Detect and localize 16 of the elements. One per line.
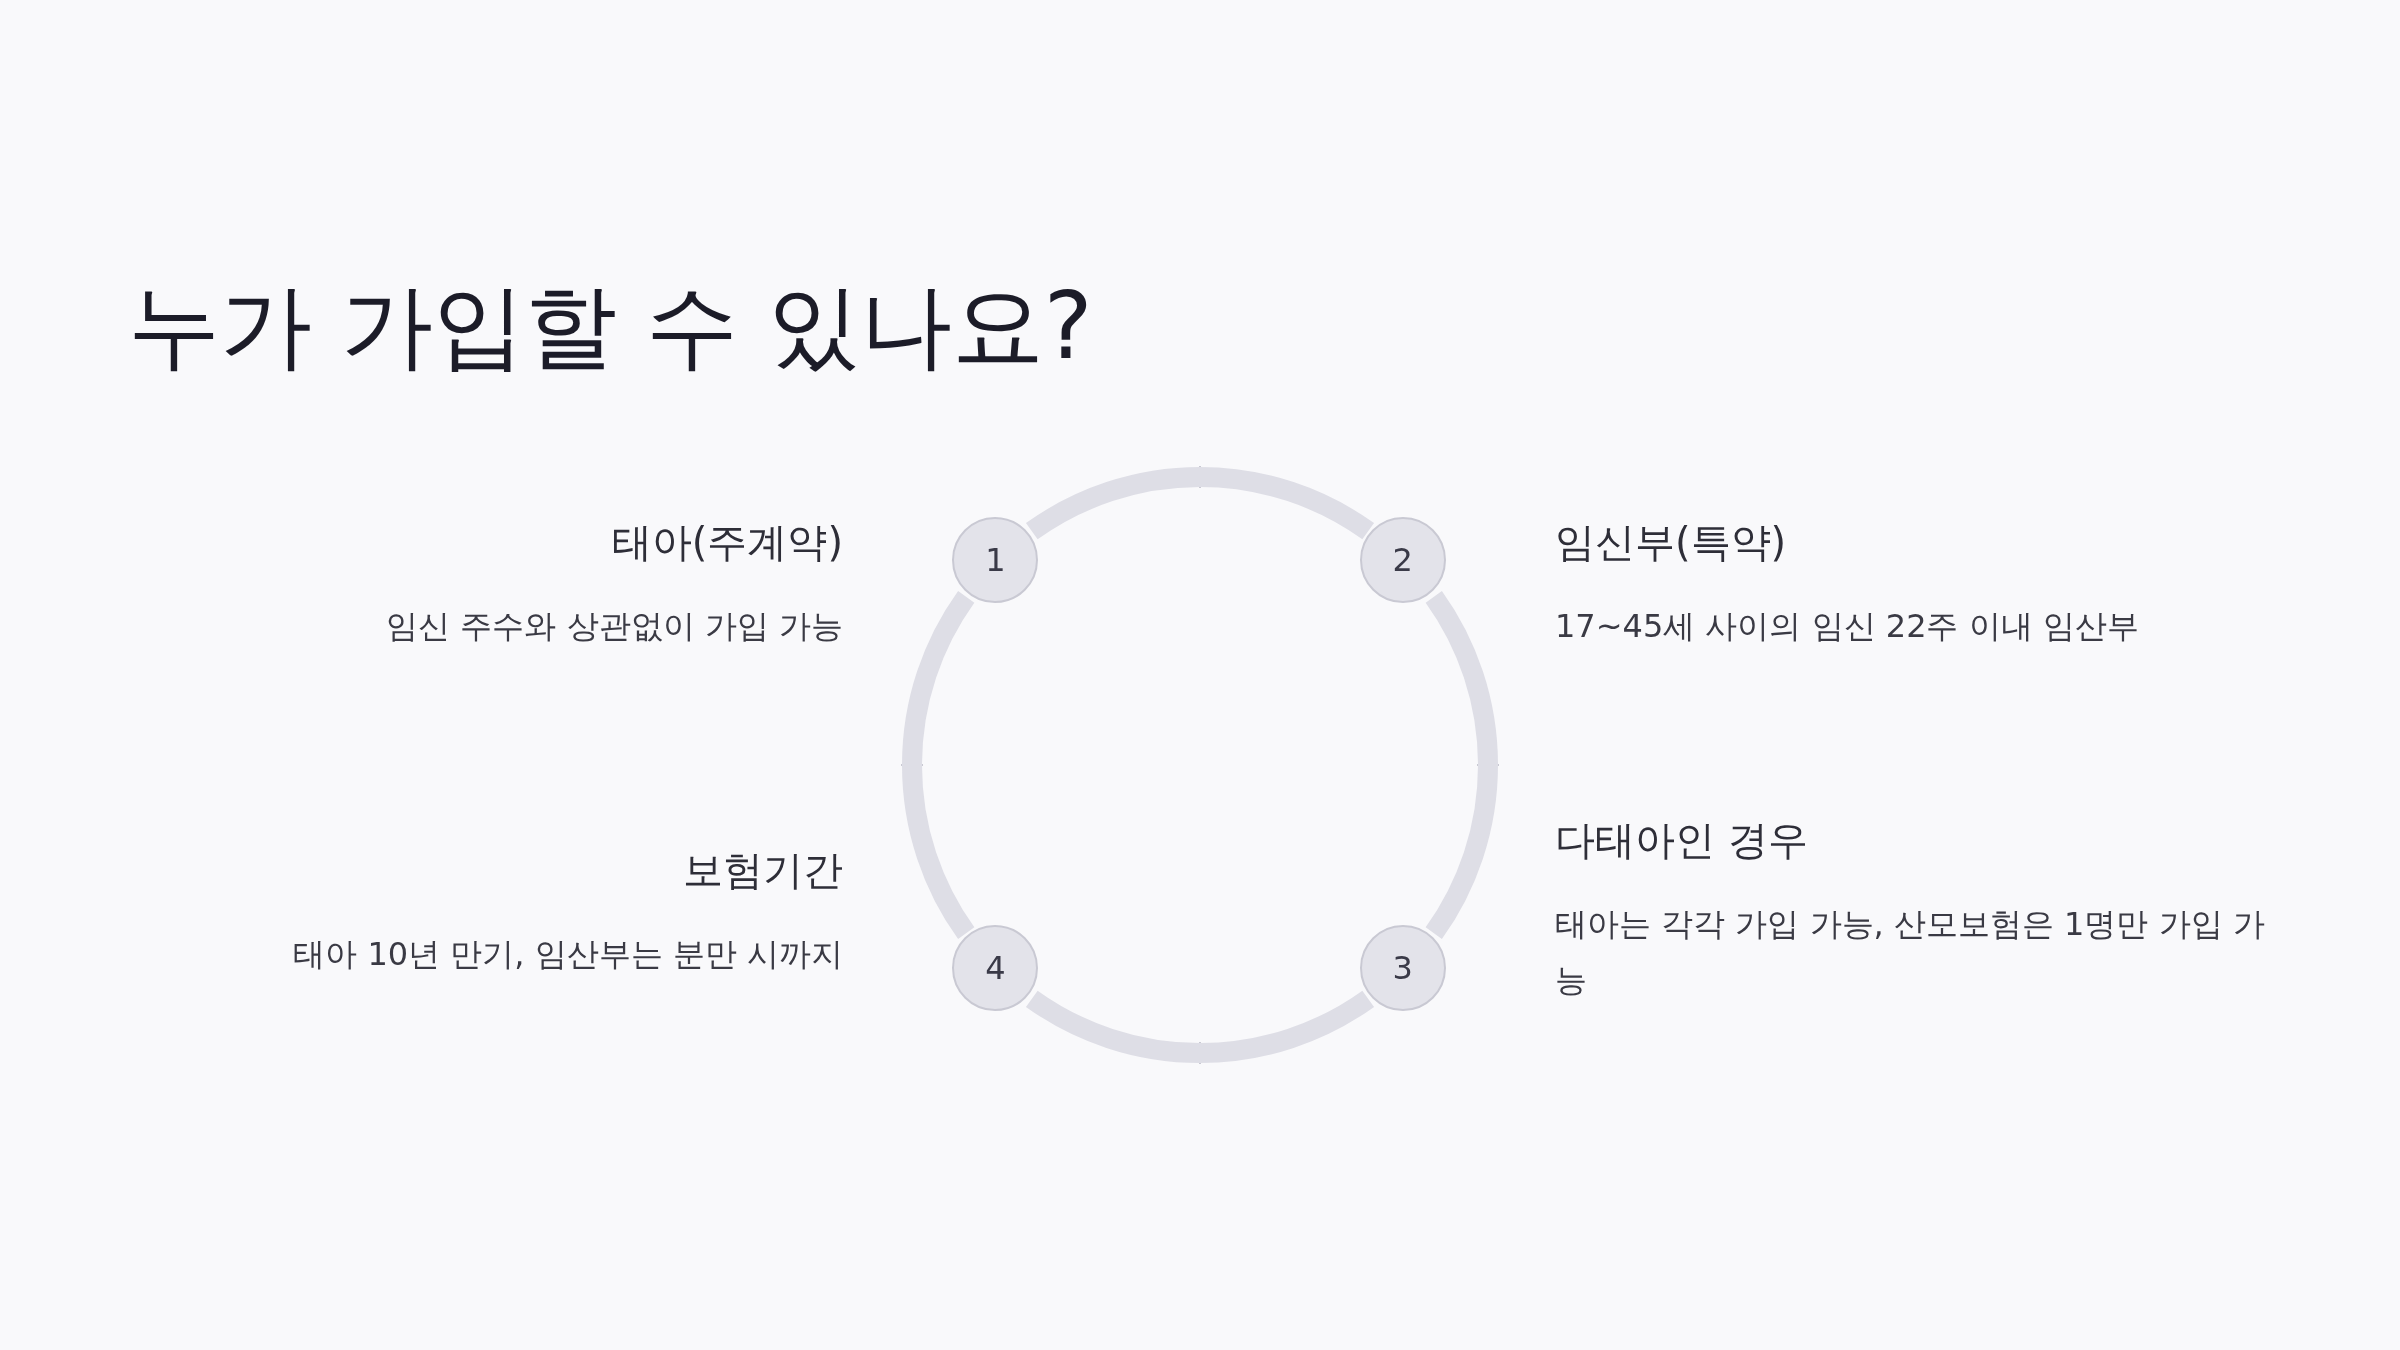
heading-text: 보험기간 [682,846,843,894]
description-text: 임신 주수와 상관없이 가입 가능 [385,606,843,647]
description-text: 태아는 각각 가입 가능, 산모보험은 1명만 가입 가능 [1555,904,2266,1001]
number-circle: 4 [952,924,1039,1011]
ring-segment [1026,990,1374,1063]
heading-text: 임신부(특약) [1555,518,1788,566]
description-text: 17~45세 사이의 임신 22주 이내 임산부 [1555,606,2140,647]
ring-segment [902,591,975,939]
heading-text: 태아(주계약) [610,518,843,566]
ring-segment [1425,591,1498,939]
description-text: 태아 10년 만기, 임산부는 분만 시까지 [292,934,843,975]
title: 누가 가입할 수 있나요? [128,272,1093,382]
number-circle: 1 [952,517,1039,604]
heading-text: 다태아인 경우 [1555,816,1809,864]
number-circle: 2 [1359,517,1446,604]
number-circle: 3 [1359,924,1446,1011]
